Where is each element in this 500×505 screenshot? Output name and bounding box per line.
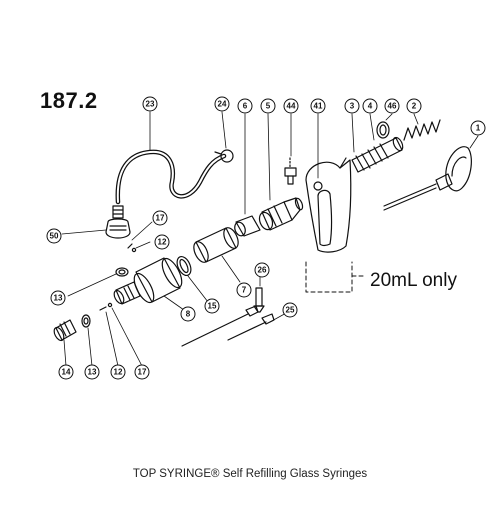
- callout-numbers: 23 24 6 5 44 41 3 4 46 2 1 50 17 12 13 1…: [50, 100, 481, 377]
- valve-body: [258, 197, 304, 231]
- callout-17-lower: 17: [138, 368, 147, 377]
- piston-assembly: [351, 136, 404, 173]
- callout-14: 14: [62, 368, 71, 377]
- capacity-note: 20mL only: [370, 270, 457, 291]
- callout-12-lower: 12: [114, 368, 123, 377]
- leader-lines: [61, 111, 479, 367]
- plunger: [383, 146, 472, 211]
- callout-circles: [46, 96, 486, 380]
- callout-26: 26: [258, 266, 267, 275]
- inlet-valve: [105, 205, 131, 239]
- callout-3: 3: [350, 102, 355, 111]
- needle-hub: [253, 287, 265, 313]
- callout-41: 41: [314, 102, 323, 111]
- piston-ring: [376, 121, 390, 139]
- figure-number: 187.2: [40, 88, 98, 113]
- callout-17-upper: 17: [156, 214, 165, 223]
- callout-25: 25: [286, 306, 295, 315]
- callout-2: 2: [412, 102, 417, 111]
- callout-50: 50: [50, 232, 59, 241]
- callout-23: 23: [146, 100, 155, 109]
- callout-6: 6: [243, 102, 248, 111]
- callout-8: 8: [186, 310, 191, 319]
- figure-caption: TOP SYRINGE® Self Refilling Glass Syring…: [132, 468, 368, 480]
- spring: [403, 119, 441, 141]
- needle: [181, 305, 275, 347]
- valve-ball: [99, 302, 113, 311]
- callout-13-lower: 13: [88, 368, 97, 377]
- adapter: [234, 215, 261, 237]
- callout-4: 4: [368, 102, 373, 111]
- callout-46: 46: [388, 102, 397, 111]
- refill-tube: [115, 149, 227, 205]
- callout-13-upper: 13: [54, 294, 63, 303]
- luer-nut: [53, 319, 77, 342]
- callout-44: 44: [287, 102, 296, 111]
- callout-12-upper: 12: [158, 238, 167, 247]
- adjusting-screw: [284, 157, 297, 185]
- washer: [115, 267, 129, 277]
- callout-7: 7: [242, 286, 247, 295]
- callout-5: 5: [266, 102, 271, 111]
- handle-frame: [305, 157, 352, 253]
- barrel-holder: [113, 257, 183, 305]
- 20ml-bracket: [305, 261, 365, 293]
- spring-pin: [127, 243, 137, 253]
- tube-weight: [214, 149, 234, 163]
- callout-1: 1: [476, 124, 481, 133]
- washer-lower: [81, 314, 91, 328]
- glass-barrel: [193, 227, 239, 263]
- o-ring: [176, 255, 192, 277]
- callout-15: 15: [208, 302, 217, 311]
- callout-24: 24: [218, 100, 227, 109]
